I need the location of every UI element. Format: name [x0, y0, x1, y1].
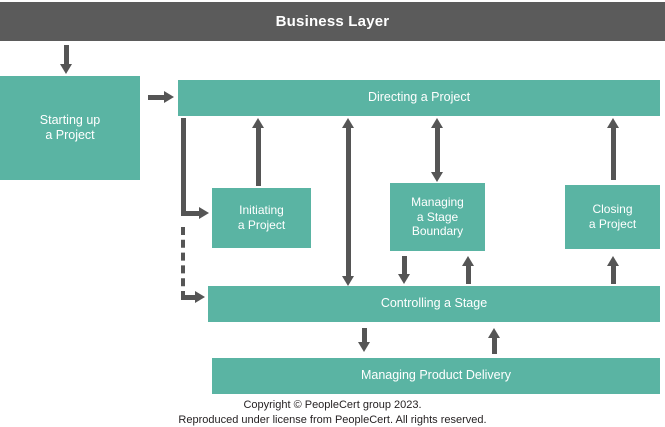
arrow-mpd-to-controlling-head	[488, 328, 500, 338]
arrow-controlling-to-mpd-head	[358, 342, 370, 352]
arrow-directing-controlling-head-down	[342, 276, 354, 286]
arrow-msb-to-controlling-head	[398, 274, 410, 284]
process-controlling-a-stage[interactable]: Controlling a Stage	[208, 286, 660, 322]
arrow-business-layer-to-starting-up-shaft	[64, 45, 69, 66]
arrow-mpd-to-controlling-shaft	[492, 336, 497, 354]
page-title: Business Layer	[275, 13, 390, 30]
arrow-directing-to-initiating-head	[199, 207, 209, 219]
arrow-initiating-to-directing-shaft	[256, 126, 261, 186]
process-managing-product-delivery[interactable]: Managing Product Delivery	[212, 358, 660, 394]
copyright-line-2: Reproduced under license from PeopleCert…	[178, 413, 487, 426]
arrow-dashed-to-controlling-elbow	[181, 295, 198, 300]
arrow-dashed-to-controlling-head	[195, 291, 205, 303]
arrow-business-layer-to-starting-up-head	[60, 64, 72, 74]
arrow-controlling-to-closing-shaft	[611, 264, 616, 284]
copyright-notice: Copyright © PeopleCert group 2023. Repro…	[0, 398, 665, 427]
process-closing-a-project[interactable]: Closing a Project	[565, 185, 660, 249]
process-managing-a-stage-boundary-label: Managing a Stage Boundary	[411, 195, 464, 239]
arrow-closing-to-directing-shaft	[611, 126, 616, 180]
arrow-msb-to-controlling-shaft	[402, 256, 407, 276]
process-directing-a-project-label: Directing a Project	[367, 90, 471, 105]
arrow-controlling-to-msb-head	[462, 256, 474, 266]
process-closing-a-project-label: Closing a Project	[588, 202, 637, 231]
arrow-initiating-to-directing-head	[252, 118, 264, 128]
arrow-directing-msb-head-down	[431, 172, 443, 182]
arrow-directing-controlling-head-up	[342, 118, 354, 128]
arrow-directing-to-initiating-shaft	[181, 211, 202, 216]
arrow-directing-msb-shaft	[435, 126, 440, 176]
arrow-controlling-to-mpd-shaft	[362, 328, 367, 344]
process-managing-a-stage-boundary[interactable]: Managing a Stage Boundary	[390, 183, 485, 251]
process-managing-product-delivery-label: Managing Product Delivery	[360, 368, 512, 383]
arrow-starting-up-to-directing-head	[164, 91, 174, 103]
arrow-controlling-to-closing-head	[607, 256, 619, 266]
arrow-dashed-to-controlling-shaft	[181, 227, 185, 299]
arrow-directing-msb-head-up	[431, 118, 443, 128]
arrow-closing-to-directing-head	[607, 118, 619, 128]
arrow-directing-controlling-shaft	[346, 126, 351, 281]
process-controlling-a-stage-label: Controlling a Stage	[380, 296, 488, 311]
process-starting-up-a-project-label: Starting up a Project	[39, 112, 101, 142]
arrow-directing-trunk-vertical	[181, 118, 186, 216]
arrow-controlling-to-msb-shaft	[466, 264, 471, 284]
process-initiating-a-project-label: Initiating a Project	[237, 203, 286, 232]
copyright-line-1: Copyright © PeopleCert group 2023.	[243, 399, 422, 411]
process-initiating-a-project[interactable]: Initiating a Project	[212, 188, 311, 248]
business-layer-header: Business Layer	[0, 2, 665, 41]
process-starting-up-a-project[interactable]: Starting up a Project	[0, 76, 140, 180]
process-directing-a-project[interactable]: Directing a Project	[178, 80, 660, 116]
arrow-starting-up-to-directing-shaft	[148, 95, 166, 100]
